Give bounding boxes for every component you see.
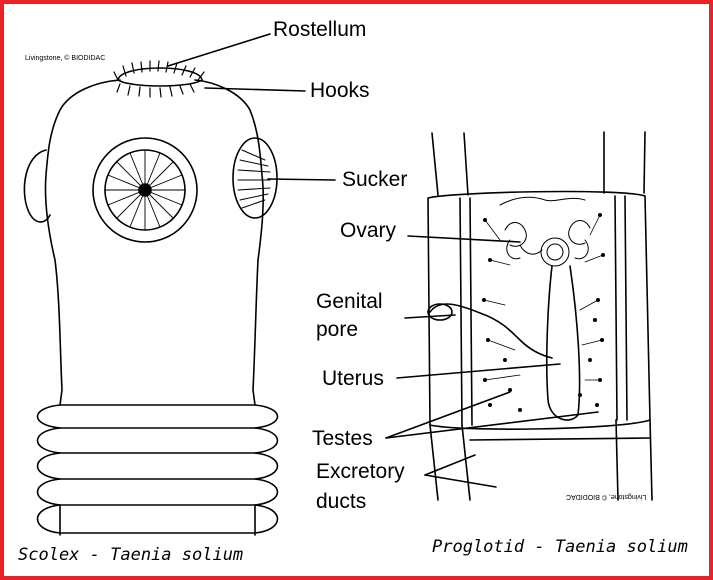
scolex-neck-segment xyxy=(36,427,279,454)
scolex-right-sucker xyxy=(232,137,278,219)
scolex-neck-segment xyxy=(59,504,256,536)
label-rostellum: Rostellum xyxy=(273,18,367,41)
caption-scolex: Scolex - Taenia solium xyxy=(18,545,244,565)
label-uterus: Uterus xyxy=(322,367,384,390)
scolex-front-sucker xyxy=(92,137,198,243)
label-ovary: Ovary xyxy=(340,219,397,242)
label-genital-line1: Genital xyxy=(316,290,383,313)
ovary-shape xyxy=(499,196,591,267)
rostellum-shape xyxy=(117,67,203,87)
scolex-neck-segment xyxy=(36,504,279,534)
label-excretory-line1: Excretory xyxy=(316,460,405,483)
scolex-neck-segment xyxy=(36,452,279,480)
label-hooks: Hooks xyxy=(310,79,370,102)
proglottid-lower-segment xyxy=(429,419,653,501)
scolex-credit: Livingstone, © BIODIDAC xyxy=(25,55,106,62)
hooks-shape xyxy=(113,60,205,98)
proglottid-drawing xyxy=(385,131,653,501)
label-testes: Testes xyxy=(312,427,373,450)
caption-proglottid: Proglotid - Taenia solium xyxy=(432,537,688,557)
label-genital-line2: pore xyxy=(316,318,359,341)
label-sucker: Sucker xyxy=(342,168,408,191)
uterus-shape xyxy=(545,265,581,421)
scolex-neck-segment xyxy=(36,478,279,506)
label-excretory-line2: ducts xyxy=(316,490,367,513)
proglottid-upper-segment xyxy=(431,131,646,196)
scolex-head-outline xyxy=(44,79,265,406)
scolex-left-sucker xyxy=(23,149,51,223)
scolex-neck-segment xyxy=(36,404,279,429)
scolex-drawing xyxy=(23,33,336,536)
genital-pore-shape xyxy=(429,303,553,359)
proglottid-credit: Livingstone, © BIODIDAC xyxy=(566,493,647,500)
